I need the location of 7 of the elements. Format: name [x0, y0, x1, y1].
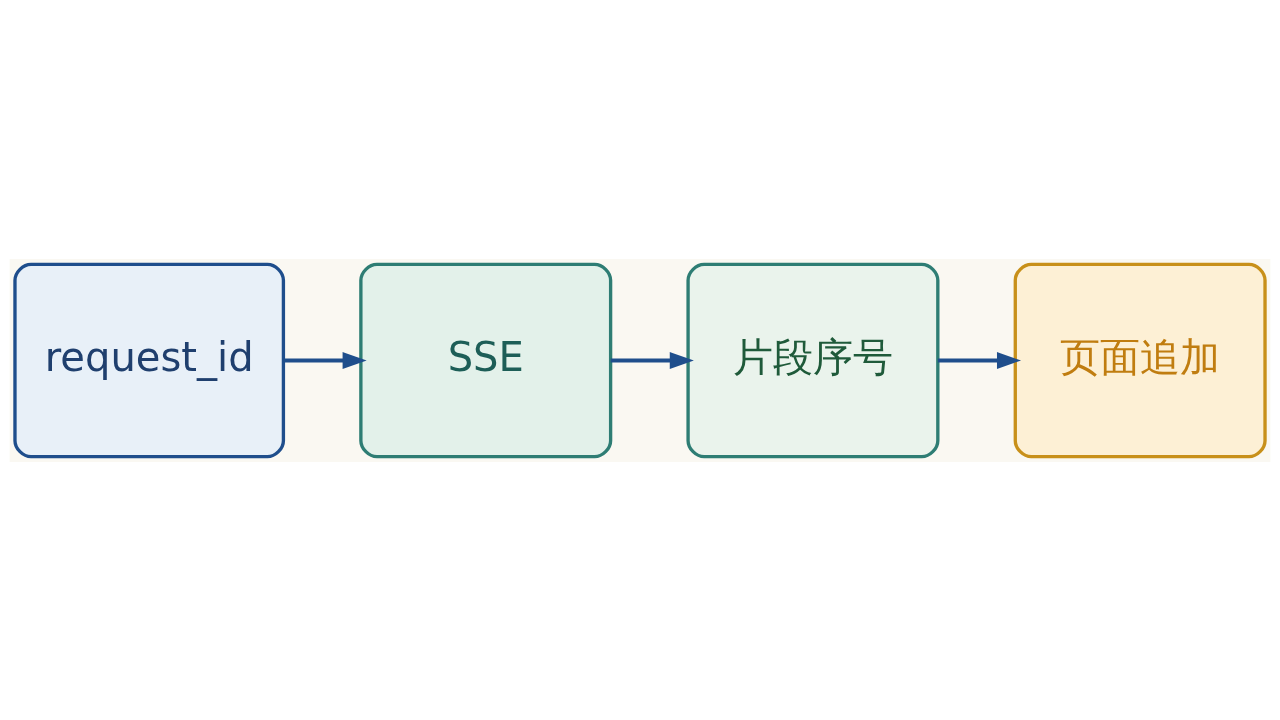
node-box: 片段序号 [686, 262, 940, 458]
node-box: SSE [359, 262, 613, 458]
node-box: 页面追加 [1013, 262, 1267, 458]
arrow [610, 351, 694, 369]
arrow [937, 351, 1022, 369]
arrow [283, 351, 367, 369]
node-box: request_id [13, 262, 286, 458]
